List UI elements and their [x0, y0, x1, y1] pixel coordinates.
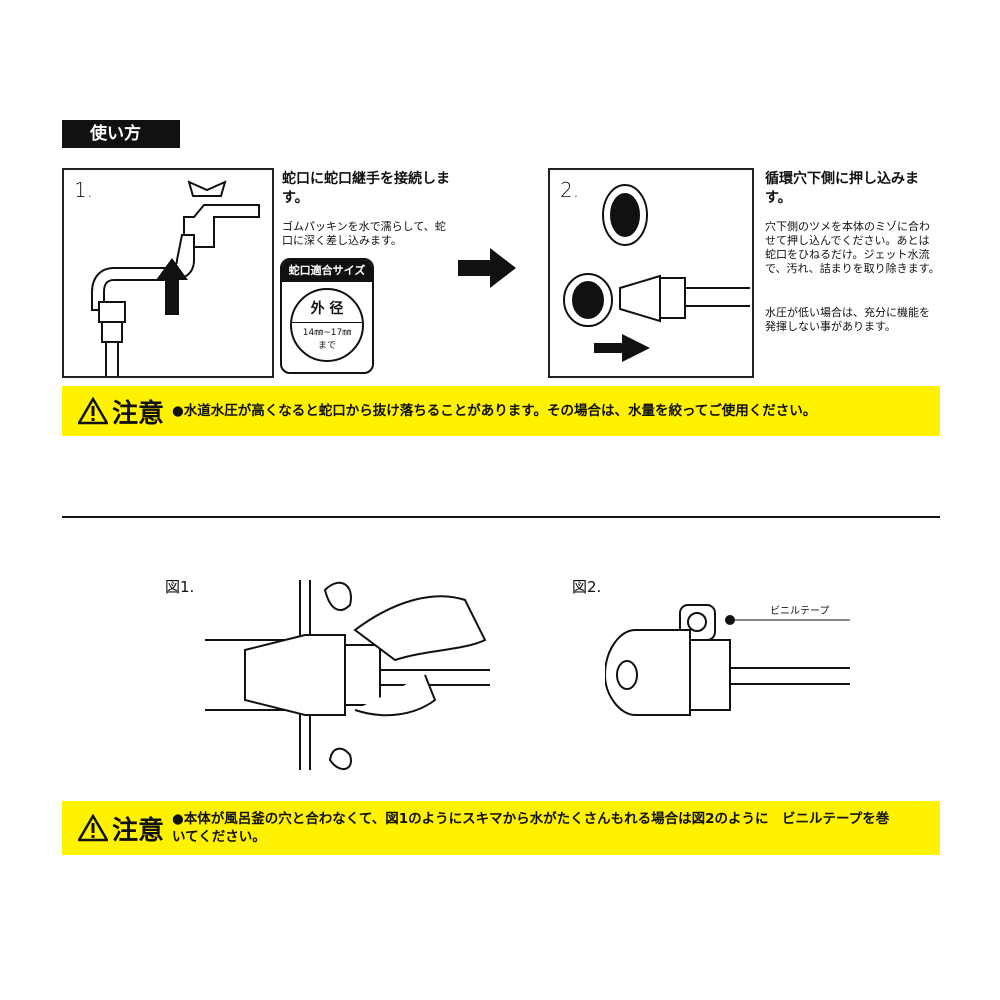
step2-title: 循環穴下側に押し込みます。 [765, 171, 919, 206]
step2-note: 水圧が低い場合は、充分に機能を発揮しない事があります。 [765, 306, 930, 333]
step2-number: 2. [560, 178, 580, 202]
faucet-illustration [91, 180, 260, 376]
tape-callout-label: ビニルテープ [770, 606, 830, 617]
step1-title: 蛇口に蛇口継手を接続します。 [282, 171, 450, 206]
caution-text: ●本体が風呂釜の穴と合わなくて、図1のようにスキマから水がたくさんもれる場合は図… [172, 811, 890, 845]
diameter-range: 14㎜~17㎜ [302, 328, 352, 338]
warning-triangle-icon [78, 814, 108, 842]
section-label: 使い方 [62, 120, 180, 148]
caution-text: ●水道水圧が高くなると蛇口から抜け落ちることがあります。その場合は、水量を絞って… [172, 403, 817, 419]
figure1-leak-illustration [205, 580, 490, 770]
diameter-label: 外 径 [310, 301, 344, 317]
figure2-tape-illustration [605, 604, 850, 716]
warning-triangle-icon [78, 397, 108, 425]
caution-banner-1: 注意 ●水道水圧が高くなると蛇口から抜け落ちることがあります。その場合は、水量を… [62, 386, 940, 436]
figure1-label: 図1. [165, 578, 195, 596]
figure2-label: 図2. [572, 578, 602, 596]
step2-illustration-box: 2. [548, 168, 754, 378]
step1-description: ゴムパッキンを水で濡らして、蛇口に深く差し込みます。 [282, 220, 446, 247]
size-box-header: 蛇口適合サイズ [282, 260, 372, 282]
caution-banner-2: 注意 ●本体が風呂釜の穴と合わなくて、図1のようにスキマから水がたくさんもれる場… [62, 801, 940, 855]
section-divider [62, 516, 940, 518]
caution-title: 注意 [112, 815, 165, 846]
step2-description: 穴下側のツメを本体のミゾに合わせて押し込んでください。あとは蛇口をひねるだけ。ジ… [765, 220, 940, 275]
next-step-arrow-icon [458, 248, 516, 288]
faucet-size-box: 蛇口適合サイズ 外 径 14㎜~17㎜ まで [280, 258, 374, 374]
step1-number: 1. [74, 178, 94, 202]
diameter-circle: 外 径 14㎜~17㎜ まで [290, 288, 364, 362]
push-in-illustration [563, 184, 750, 362]
diameter-suffix: まで [317, 341, 336, 351]
caution-title: 注意 [112, 398, 165, 429]
step1-illustration-box: 1. [62, 168, 274, 378]
